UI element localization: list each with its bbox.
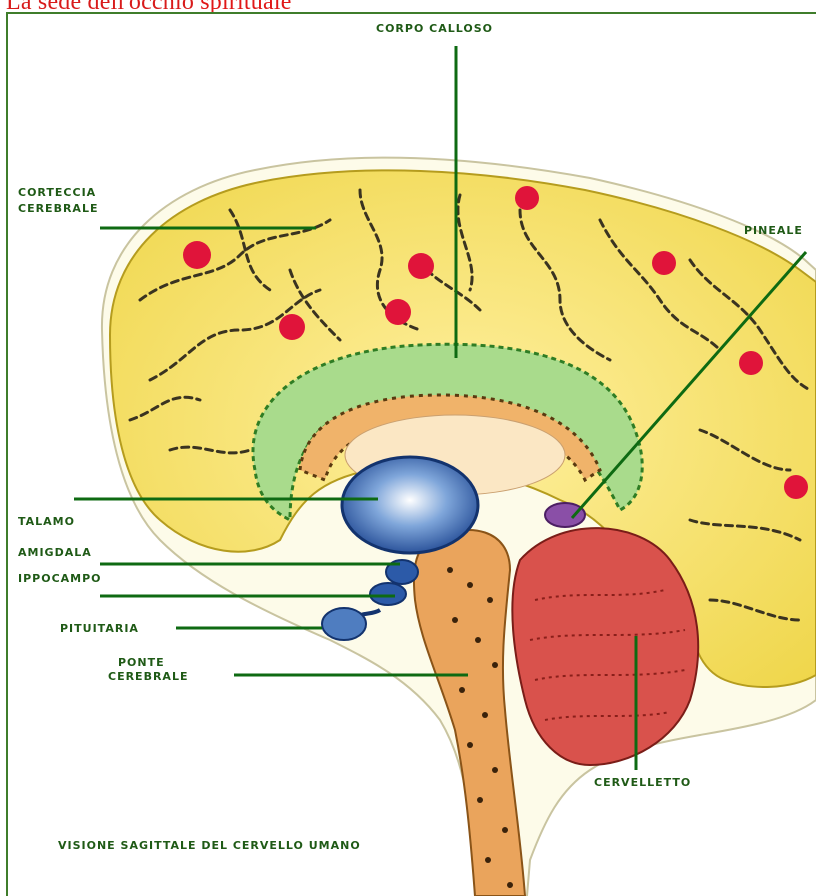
pituitary-gland [322,608,366,640]
label-ippocampo: IPPOCAMPO [18,572,102,585]
label-corteccia-line1: CORTECCIA [18,186,96,199]
red-dot [183,241,211,269]
red-dot [408,253,434,279]
red-dot [515,186,539,210]
red-dot [784,475,808,499]
red-dot [739,351,763,375]
label-talamo: TALAMO [18,515,75,528]
label-ponte-line1: PONTE [118,656,165,669]
red-dot [385,299,411,325]
hippocampus [370,583,406,605]
cerebellum [512,528,698,765]
diagram-caption: VISIONE SAGITTALE DEL CERVELLO UMANO [58,839,361,852]
label-ponte-line2: CEREBRALE [108,670,188,683]
thalamus [342,457,478,553]
label-pituitaria: PITUITARIA [60,622,139,635]
red-dot [652,251,676,275]
label-corteccia-line2: CEREBRALE [18,202,98,215]
label-pineale: PINEALE [744,224,803,237]
label-cervelletto: CERVELLETTO [594,776,691,789]
red-dot [279,314,305,340]
pineal-gland [545,503,585,527]
label-amigdala: AMIGDALA [18,546,92,559]
label-corpo-calloso: CORPO CALLOSO [376,22,493,35]
